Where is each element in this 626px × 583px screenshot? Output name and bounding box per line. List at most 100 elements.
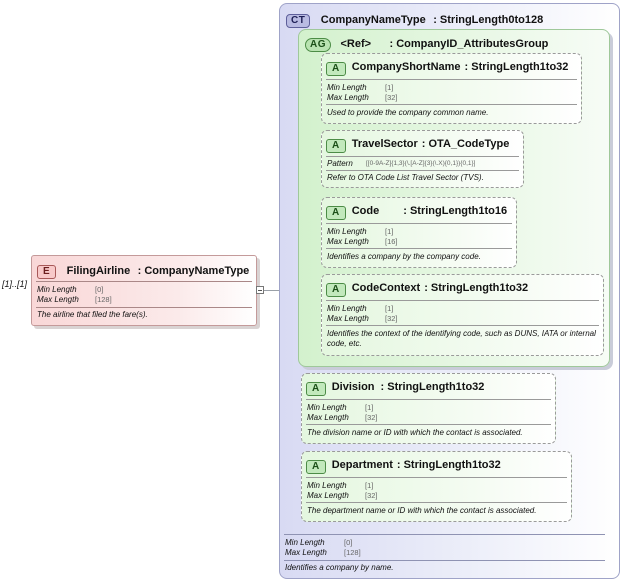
attribute-doc: Refer to OTA Code List Travel Sector (TV… xyxy=(327,173,484,182)
element-doc: The airline that filed the fare(s). xyxy=(37,310,148,319)
attribute-facet-label: Min Length xyxy=(307,403,347,412)
attribute-box-companyshortname[interactable]: A CompanyShortName: StringLength1to32 Min… xyxy=(321,53,582,124)
complex-type-name: CompanyNameType xyxy=(320,14,426,26)
attribute-group-name: : CompanyID_AttributesGroup xyxy=(389,38,549,50)
attribute-icon: A xyxy=(326,206,346,220)
element-facet-value: [128] xyxy=(95,295,112,304)
attribute-icon: A xyxy=(326,62,346,76)
attribute-name: Department xyxy=(331,458,393,471)
attribute-header: A CodeContext: StringLength1to32 xyxy=(326,279,528,297)
attribute-separator xyxy=(326,156,519,157)
complex-type-facet-label: Min Length xyxy=(285,538,325,547)
attribute-separator xyxy=(306,399,551,400)
complex-type-base: : StringLength0to128 xyxy=(433,14,544,26)
attribute-facet-label: Min Length xyxy=(327,227,367,236)
attribute-facet-value: [32] xyxy=(385,93,398,102)
element-type: : CompanyNameType xyxy=(137,265,250,277)
attribute-name: CodeContext xyxy=(351,281,421,294)
complex-type-header: CT CompanyNameType : StringLength0to128 xyxy=(286,10,543,28)
element-header: E FilingAirline : CompanyNameType xyxy=(37,261,249,279)
attribute-separator xyxy=(306,502,567,503)
complex-type-facet-label: Max Length xyxy=(285,548,327,557)
attribute-facet-value: [[0-9A-Z]{1,3}(\.[A-Z]{3}(\.X){0,1}){0,1… xyxy=(366,160,476,167)
attribute-type: : StringLength1to32 xyxy=(424,281,529,294)
complex-type-facet-value: [0] xyxy=(344,538,353,547)
attribute-name: TravelSector xyxy=(351,137,418,150)
attribute-facet-label: Min Length xyxy=(327,83,367,92)
attribute-facet-label: Max Length xyxy=(327,237,369,246)
attribute-facet-label: Min Length xyxy=(307,481,347,490)
attribute-doc: Used to provide the company common name. xyxy=(327,108,489,117)
attribute-facet-value: [16] xyxy=(385,237,398,246)
attribute-separator xyxy=(326,300,599,301)
attribute-group-ref: <Ref> xyxy=(340,38,372,50)
attribute-group-header: AG <Ref> : CompanyID_AttributesGroup xyxy=(305,34,548,52)
attribute-separator xyxy=(326,79,577,80)
attribute-doc: Identifies a company by the company code… xyxy=(327,252,481,261)
attribute-facet-value: [32] xyxy=(385,314,398,323)
attribute-doc: The department name or ID with which the… xyxy=(307,506,537,515)
attribute-facet-value: [32] xyxy=(365,413,378,422)
element-separator xyxy=(36,281,252,282)
attribute-name: Division xyxy=(331,380,375,393)
attribute-icon: A xyxy=(326,139,346,153)
attribute-header: A Code : StringLength1to16 xyxy=(326,202,507,220)
attribute-facet-value: [1] xyxy=(365,481,374,490)
attribute-icon: A xyxy=(306,382,326,396)
complex-type-icon: CT xyxy=(286,14,311,28)
element-facet-value: [0] xyxy=(95,285,104,294)
attribute-type: : OTA_CodeType xyxy=(421,137,510,150)
attribute-facet-value: [1] xyxy=(385,83,394,92)
element-icon: E xyxy=(37,265,57,279)
attribute-name: Code xyxy=(351,204,380,217)
attribute-facet-label: Max Length xyxy=(327,314,369,323)
connector-element-to-group xyxy=(257,290,289,291)
attribute-separator xyxy=(306,424,551,425)
attribute-separator xyxy=(306,477,567,478)
attribute-type: : StringLength1to16 xyxy=(403,204,508,217)
sequence-expand-icon[interactable] xyxy=(256,286,264,294)
complex-type-separator xyxy=(284,560,605,561)
attribute-type: : StringLength1to32 xyxy=(380,380,485,393)
attribute-box-codecontext[interactable]: A CodeContext: StringLength1to32 Min Leng… xyxy=(321,274,604,356)
attribute-facet-label: Max Length xyxy=(327,93,369,102)
attribute-separator xyxy=(326,223,512,224)
attribute-name: CompanyShortName xyxy=(351,60,461,73)
attribute-separator xyxy=(326,248,512,249)
attribute-header: A Department: StringLength1to32 xyxy=(306,456,501,474)
attribute-group-icon: AG xyxy=(305,38,331,52)
attribute-facet-label: Max Length xyxy=(307,413,349,422)
attribute-facet-label: Max Length xyxy=(307,491,349,500)
attribute-separator xyxy=(326,170,519,171)
element-name: FilingAirline xyxy=(66,265,131,277)
attribute-box-department[interactable]: A Department: StringLength1to32 Min Lengt… xyxy=(301,451,572,522)
element-facet-label: Max Length xyxy=(37,295,79,304)
attribute-header: A CompanyShortName: StringLength1to32 xyxy=(326,58,568,76)
complex-type-facet-value: [128] xyxy=(344,548,361,557)
element-separator xyxy=(36,307,252,308)
attribute-type: : StringLength1to32 xyxy=(396,458,501,471)
attribute-facet-value: [1] xyxy=(365,403,374,412)
attribute-icon: A xyxy=(306,460,326,474)
attribute-header: A TravelSector: OTA_CodeType xyxy=(326,135,509,153)
attribute-facet-label: Pattern xyxy=(327,159,353,168)
complex-type-separator xyxy=(284,534,605,535)
complex-type-doc: Identifies a company by name. xyxy=(285,563,394,572)
attribute-doc: The division name or ID with which the c… xyxy=(307,428,523,437)
attribute-separator xyxy=(326,104,577,105)
element-cardinality: [1]..[1] xyxy=(2,279,28,289)
attribute-facet-label: Min Length xyxy=(327,304,367,313)
attribute-facet-value: [1] xyxy=(385,227,394,236)
attribute-separator xyxy=(326,325,599,326)
attribute-box-travelsector[interactable]: A TravelSector: OTA_CodeType Pattern [[0-… xyxy=(321,130,524,188)
attribute-icon: A xyxy=(326,283,346,297)
element-box-filingairline[interactable]: E FilingAirline : CompanyNameType Min Le… xyxy=(31,255,257,326)
attribute-facet-value: [1] xyxy=(385,304,394,313)
attribute-type: : StringLength1to32 xyxy=(464,60,569,73)
attribute-facet-value: [32] xyxy=(365,491,378,500)
attribute-header: A Division : StringLength1to32 xyxy=(306,378,484,396)
element-facet-label: Min Length xyxy=(37,285,77,294)
attribute-doc: Identifies the context of the identifyin… xyxy=(327,329,596,348)
